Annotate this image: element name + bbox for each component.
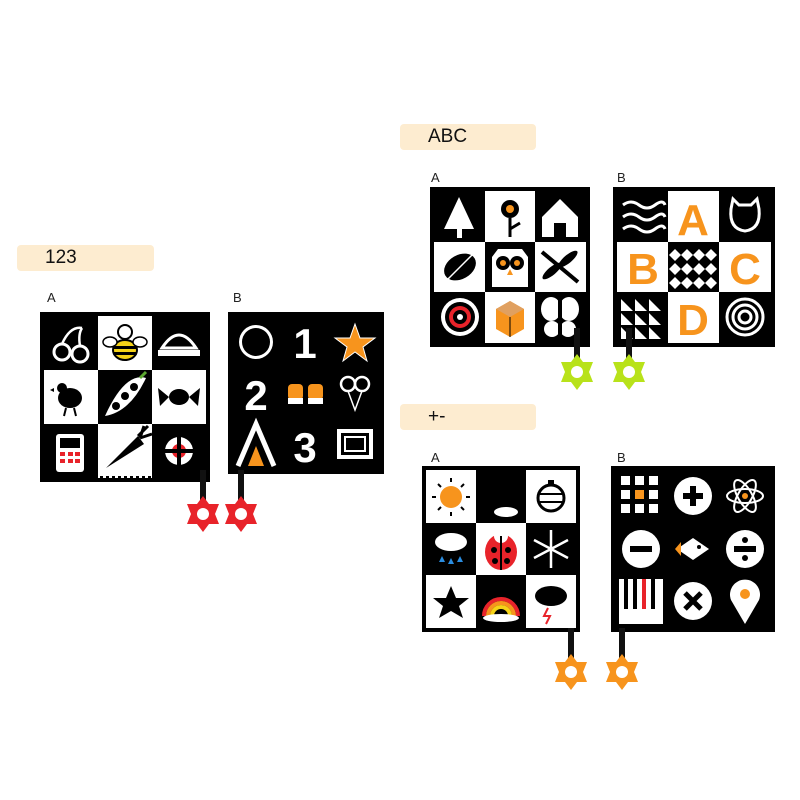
plus-icon <box>674 477 712 515</box>
number-2: 2 <box>244 372 267 419</box>
peapod-icon <box>105 370 148 416</box>
side-a-label: A <box>431 170 440 185</box>
pin-icon <box>730 579 760 624</box>
teether-123-b <box>220 470 262 535</box>
snowflake-icon <box>533 530 569 568</box>
phone-icon <box>56 434 84 472</box>
teether-pm-b <box>600 628 644 696</box>
side-b-label: B <box>233 290 242 305</box>
flower-icon <box>501 200 521 237</box>
leaf-icon <box>444 253 476 281</box>
teether-123-a <box>182 470 224 535</box>
card-pm-b <box>611 466 775 632</box>
set-label-abc: ABC <box>400 124 536 150</box>
ornament-icon <box>536 480 566 513</box>
carrot-icon <box>106 424 153 468</box>
gloves-icon <box>288 384 323 404</box>
pattern-icon <box>621 476 658 513</box>
bee-icon <box>102 324 148 361</box>
card-123-b: 1 2 3 <box>228 312 384 474</box>
number-1: 1 <box>293 320 316 367</box>
divide-icon <box>726 530 764 568</box>
hat-icon <box>158 333 200 356</box>
owl-icon <box>492 249 528 287</box>
piano-icon <box>619 579 663 624</box>
waves-icon <box>622 200 667 234</box>
teether-abc-a <box>556 328 598 396</box>
rainbow-icon <box>482 597 520 622</box>
letter-a: A <box>677 196 709 245</box>
side-a-label: A <box>47 290 56 305</box>
letter-d: D <box>677 296 709 345</box>
set-label-plusminus: +- <box>400 404 536 430</box>
cube-icon <box>496 301 524 337</box>
tree-icon <box>444 197 474 238</box>
cat-icon <box>729 195 761 233</box>
set-label-123: 123 <box>17 245 154 271</box>
ladybug-icon <box>485 529 517 570</box>
moon-icon <box>487 480 518 517</box>
star-face-icon <box>433 586 469 618</box>
tent-icon <box>235 417 277 467</box>
sun-icon <box>432 478 470 516</box>
frame-icon <box>337 429 373 459</box>
letter-b: B <box>627 245 659 294</box>
candy-icon <box>158 388 200 406</box>
butterfly-icon <box>541 297 579 337</box>
number-3: 3 <box>293 424 316 471</box>
card-123-a <box>40 312 210 482</box>
target-icon <box>441 298 479 336</box>
side-b-label: B <box>617 170 626 185</box>
bird-icon <box>50 383 82 417</box>
letter-c: C <box>729 245 761 294</box>
fish-icon <box>675 538 709 560</box>
balloons-icon <box>339 375 371 413</box>
card-pm-a <box>422 466 580 632</box>
atom-icon <box>726 479 764 513</box>
circles-icon <box>725 297 765 337</box>
dragonfly-icon <box>540 250 580 284</box>
flower-icon <box>158 430 200 472</box>
side-b-label: B <box>617 450 626 465</box>
card-abc-b: A B C D <box>613 187 775 347</box>
star-icon <box>333 322 377 363</box>
side-a-label: A <box>431 450 440 465</box>
cloud-rain-icon <box>435 533 467 564</box>
card-abc-a <box>430 187 590 347</box>
times-icon <box>674 582 712 620</box>
teether-abc-b <box>608 328 650 396</box>
minus-icon <box>622 530 660 568</box>
teether-pm-a <box>549 628 593 696</box>
diamond-pattern-icon <box>669 249 717 289</box>
triangle-pattern-icon <box>621 299 661 339</box>
house-icon <box>542 199 578 237</box>
storm-cloud-icon <box>535 586 567 625</box>
cherries-icon <box>52 326 90 364</box>
